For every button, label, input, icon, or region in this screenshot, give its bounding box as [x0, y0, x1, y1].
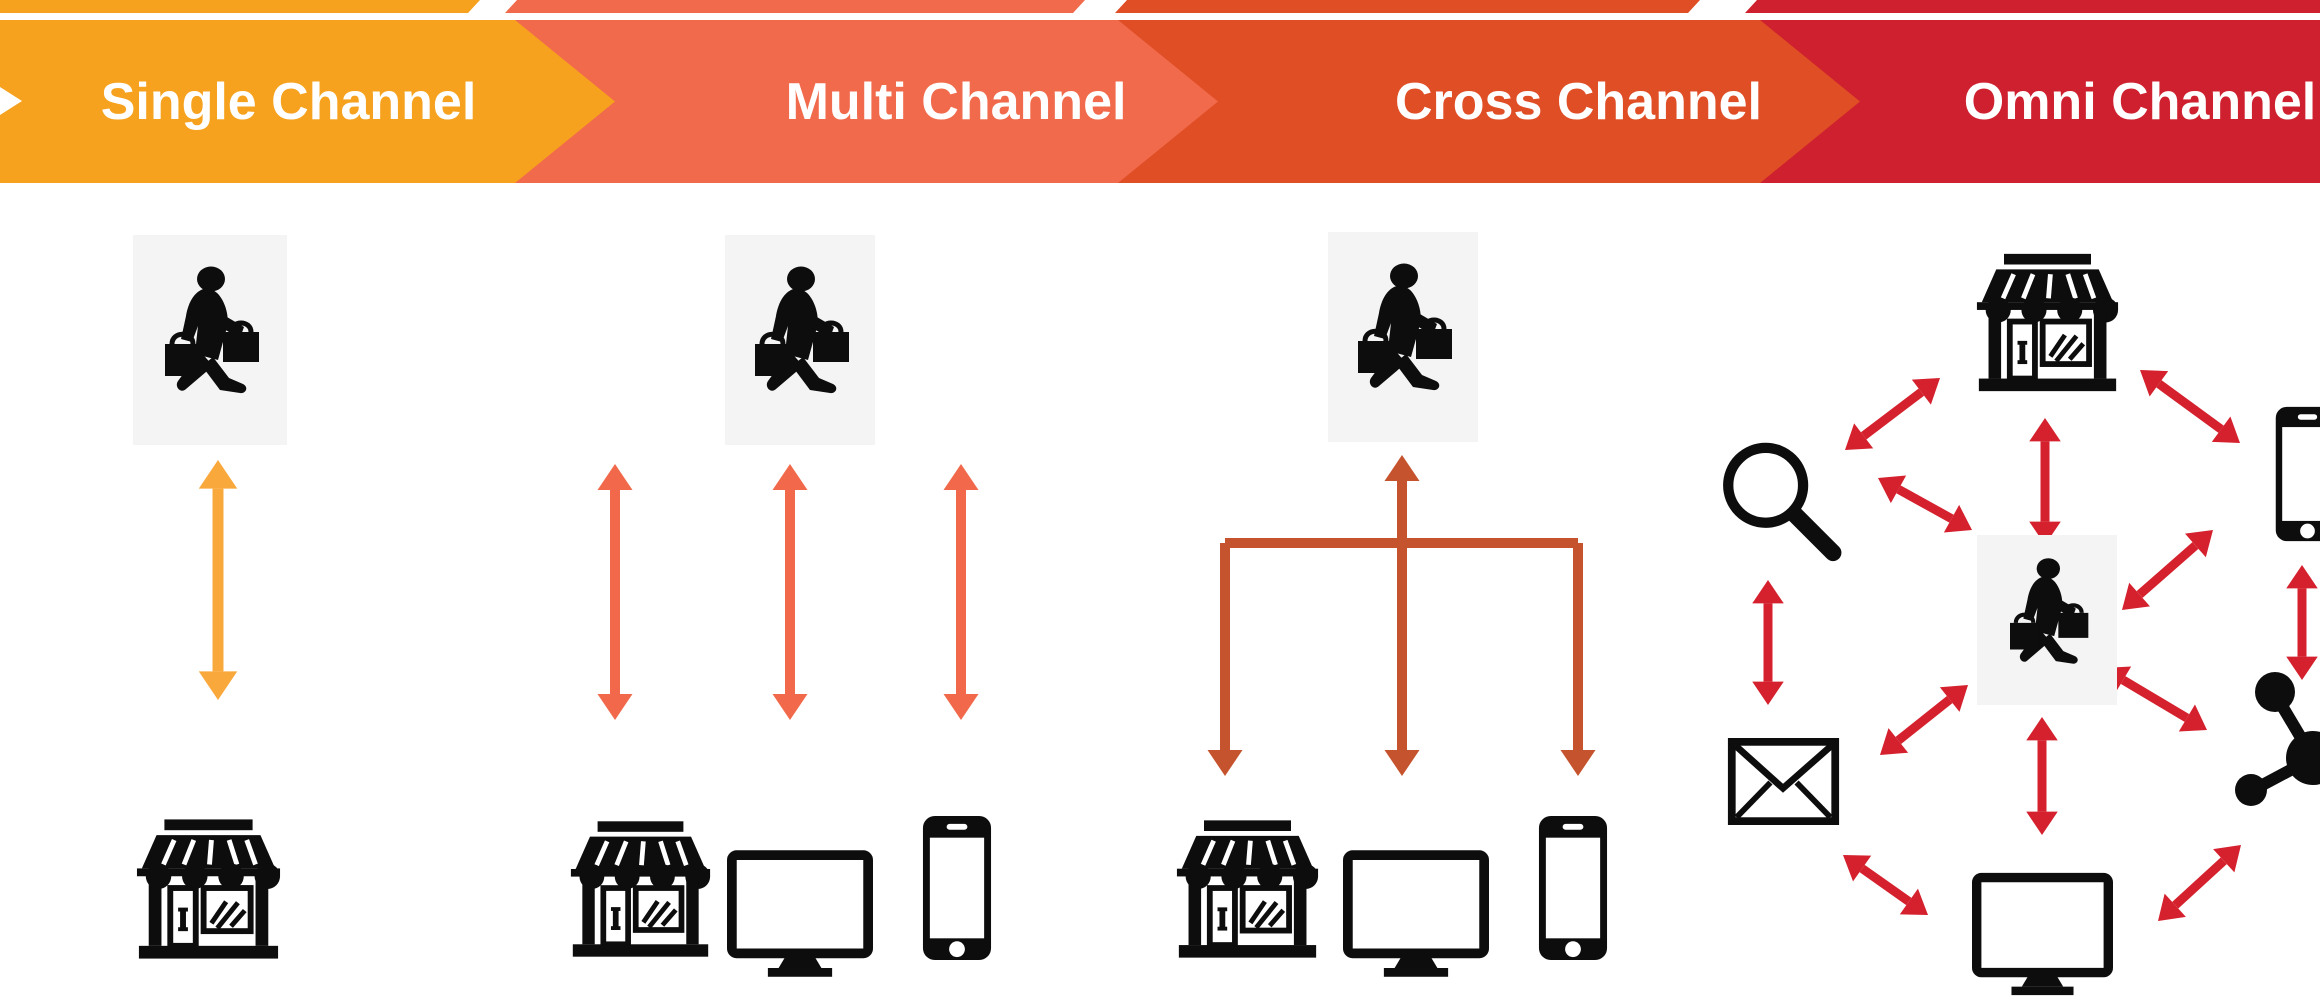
top-strip-segment-4	[1745, 0, 2320, 13]
arrow-shaft	[1896, 485, 1954, 523]
store-icon	[1975, 245, 2120, 400]
arrowhead-icon	[597, 694, 633, 720]
section-multi-channel	[480, 200, 1040, 1000]
multi-channel-arrows	[597, 464, 979, 720]
arrowhead-icon	[943, 694, 979, 720]
arrowhead-icon	[198, 460, 238, 489]
shopper-tile	[1977, 535, 2117, 705]
arrowhead-icon	[1880, 728, 1909, 755]
top-strip-segment-3	[1115, 0, 1700, 13]
section-single-channel	[0, 200, 480, 1000]
arrowhead-icon	[1843, 855, 1872, 882]
banner-omni-channel-label: Omni Channel	[1963, 72, 2317, 131]
arrowhead-icon	[1207, 750, 1243, 776]
banner-omni-channel: Omni Channel	[1760, 20, 2320, 183]
shopper-tile	[1328, 232, 1478, 442]
arrowhead-icon	[1560, 750, 1596, 776]
arrow-shaft	[1895, 696, 1953, 744]
store-icon	[1175, 815, 1320, 963]
arrowhead-icon	[1943, 504, 1972, 533]
email-envelope-icon	[1727, 738, 1840, 825]
arrowhead-icon	[943, 464, 979, 490]
arrow-shaft	[1859, 864, 1912, 906]
arrowhead-icon	[2178, 704, 2207, 732]
top-strip-segment-2	[505, 0, 1085, 13]
arrow-shaft	[2136, 542, 2199, 598]
desktop-monitor-icon	[1972, 870, 2113, 998]
arrowhead-icon	[2122, 582, 2150, 610]
smartphone-icon	[2270, 405, 2320, 543]
arrowhead-icon	[1899, 888, 1928, 915]
single-channel-arrows	[198, 460, 238, 700]
network-hub-icon	[2235, 670, 2320, 840]
arrow-shaft	[2120, 676, 2190, 722]
arrowhead-icon	[2286, 656, 2318, 680]
arrowhead-icon	[1939, 685, 1968, 712]
arrowhead-icon	[2140, 370, 2169, 397]
shopper-tile	[133, 235, 287, 445]
arrowhead-icon	[2158, 893, 2186, 921]
arrowhead-icon	[2211, 416, 2240, 443]
desktop-monitor-icon	[727, 850, 873, 977]
arrow-shaft	[2156, 380, 2224, 433]
arrowhead-icon	[772, 464, 808, 490]
banner-single-channel-label: Single Channel	[100, 72, 477, 131]
banner-multi-channel-label: Multi Channel	[785, 72, 1127, 131]
smartphone-icon	[920, 814, 994, 962]
top-strip-segment-1	[0, 0, 480, 13]
cross-channel-connector	[1207, 455, 1596, 776]
smartphone-icon	[1536, 814, 1610, 962]
arrowhead-icon	[1384, 750, 1420, 776]
arrowhead-icon	[1384, 455, 1420, 481]
store-icon	[569, 815, 712, 963]
arrowhead-icon	[1878, 475, 1907, 504]
arrowhead-icon	[2026, 811, 2058, 835]
arrowhead-icon	[2029, 418, 2061, 442]
store-icon	[135, 815, 282, 963]
desktop-monitor-icon	[1343, 850, 1489, 977]
arrowhead-icon	[2213, 845, 2241, 873]
arrowhead-icon	[1911, 378, 1940, 405]
arrowhead-icon	[198, 671, 238, 700]
search-magnifier-icon	[1717, 435, 1848, 573]
banner-cross-channel-label: Cross Channel	[1395, 72, 1762, 131]
arrowhead-icon	[2286, 565, 2318, 589]
arrowhead-icon	[2029, 521, 2061, 545]
arrowhead-icon	[1845, 423, 1874, 450]
shopper-tile	[725, 235, 875, 445]
arrowhead-icon	[772, 694, 808, 720]
arrowhead-icon	[2185, 530, 2213, 558]
shopper-icon	[2000, 557, 2095, 682]
arrowhead-icon	[2026, 717, 2058, 741]
leading-chevron-tip-icon	[0, 87, 22, 115]
section-omni-channel	[1700, 200, 2320, 1000]
arrowhead-icon	[1752, 580, 1784, 604]
arrow-shaft	[2172, 857, 2227, 909]
arrowhead-icon	[1752, 681, 1784, 705]
arrowhead-icon	[597, 464, 633, 490]
arrow-shaft	[1860, 388, 1925, 440]
section-cross-channel	[1100, 200, 1700, 1000]
